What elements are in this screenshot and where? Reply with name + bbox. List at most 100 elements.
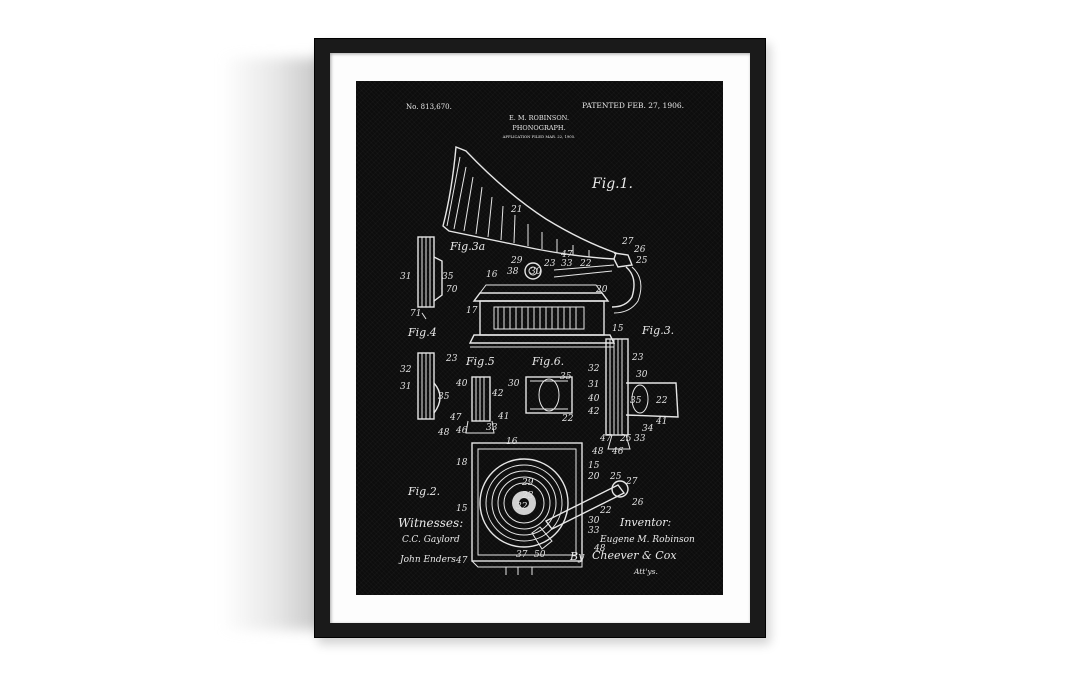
witnesses-label: Witnesses: xyxy=(398,516,463,530)
reference-numeral: 30 xyxy=(636,370,648,380)
reference-numeral: 32 xyxy=(588,364,600,374)
application-filed: APPLICATION FILED MAR. 22, 1905. xyxy=(502,134,576,139)
wall-shadow xyxy=(222,58,324,630)
inventor-signature: Eugene M. Robinson xyxy=(599,535,695,545)
reference-numerals: 21 27 26 25 47 29 23 33 22 16 38 30 20 1… xyxy=(400,205,668,566)
reference-numeral: 29 xyxy=(510,256,523,266)
reference-numeral: 20 xyxy=(587,472,600,482)
reference-numeral: 27 xyxy=(621,237,634,247)
fig2-label: Fig.2. xyxy=(407,485,440,498)
reference-numeral: 25 xyxy=(619,434,632,444)
patent-print: No. 813,670. PATENTED FEB. 27, 1906. E. … xyxy=(356,81,723,595)
reference-numeral: 27 xyxy=(625,477,638,487)
reference-numeral: 20 xyxy=(595,285,608,295)
reference-numeral: 40 xyxy=(587,394,600,404)
reference-numeral: 38 xyxy=(507,267,519,277)
reference-numeral: 22 xyxy=(655,396,668,406)
reference-numeral: 31 xyxy=(400,272,411,282)
reference-numeral: 26 xyxy=(631,498,644,508)
reference-numeral: 22 xyxy=(579,259,592,269)
reference-numeral: 37 xyxy=(516,550,528,560)
reference-numeral: 48 xyxy=(437,428,450,438)
reference-numeral: 71 xyxy=(410,309,421,319)
reference-numeral: 33 xyxy=(634,434,646,444)
reference-numeral: 29 xyxy=(521,478,534,488)
reference-numeral: 47 xyxy=(455,556,468,566)
reference-numeral: 33 xyxy=(486,423,498,433)
white-mat: No. 813,670. PATENTED FEB. 27, 1906. E. … xyxy=(330,53,750,623)
reference-numeral: 23 xyxy=(521,491,534,501)
reference-numeral: 33 xyxy=(561,259,573,269)
reference-numeral: 32 xyxy=(400,365,412,375)
reference-numeral: 47 xyxy=(599,434,612,444)
reference-numeral: 21 xyxy=(510,205,522,215)
reference-numeral: 23 xyxy=(445,354,458,364)
fig6-label: Fig.6. xyxy=(531,355,564,368)
fig3a-label: Fig.3a xyxy=(449,240,485,253)
reference-numeral: 35 xyxy=(560,372,572,382)
reference-numeral: 15 xyxy=(456,504,468,514)
witness-1-signature: C.C. Gaylord xyxy=(402,535,460,545)
reference-numeral: 30 xyxy=(508,379,520,389)
picture-frame: No. 813,670. PATENTED FEB. 27, 1906. E. … xyxy=(314,38,766,638)
attorney-signature: Cheever & Cox xyxy=(592,549,677,562)
reference-numeral: 34 xyxy=(642,424,654,434)
reference-numeral: 23 xyxy=(543,259,556,269)
reference-numeral: 35 xyxy=(438,392,450,402)
fig3-label: Fig.3. xyxy=(641,324,674,337)
figure-5-detail xyxy=(465,376,495,434)
reference-numeral: 70 xyxy=(446,285,458,295)
figure-2-record-plan xyxy=(471,442,629,575)
reference-numeral: 32 xyxy=(516,502,528,512)
phonograph-cabinet xyxy=(468,284,616,348)
reference-numeral: 48 xyxy=(593,544,606,554)
fig4-label: Fig.4 xyxy=(407,326,437,339)
reference-numeral: 46 xyxy=(455,426,468,436)
reference-numeral: 47 xyxy=(560,250,573,260)
figure-6-detail xyxy=(525,376,573,414)
figure-4-detail xyxy=(417,352,441,420)
reference-numeral: 41 xyxy=(655,417,667,427)
reference-numeral: 30 xyxy=(530,267,542,277)
reference-numeral: 50 xyxy=(534,550,546,560)
reference-numeral: 31 xyxy=(588,380,599,390)
reference-numeral: 35 xyxy=(630,396,642,406)
reference-numeral: 33 xyxy=(588,526,600,536)
reference-numeral: 31 xyxy=(400,382,411,392)
reference-numeral: 16 xyxy=(506,437,518,447)
reference-numeral: 23 xyxy=(631,353,644,363)
patent-date: PATENTED FEB. 27, 1906. xyxy=(582,101,684,110)
reference-numeral: 16 xyxy=(486,270,498,280)
witness-2-signature: John Enders xyxy=(398,555,456,565)
reference-numeral: 25 xyxy=(609,472,622,482)
reference-numeral: 15 xyxy=(612,324,624,334)
figure-3a-detail xyxy=(417,236,443,320)
fig1-label: Fig.1. xyxy=(591,176,633,192)
inventor-heading: E. M. ROBINSON. xyxy=(509,114,569,122)
gramophone-horn xyxy=(442,146,642,314)
reference-numeral: 15 xyxy=(588,461,600,471)
figure-3-detail xyxy=(605,338,679,450)
patent-title: PHONOGRAPH. xyxy=(512,124,565,132)
attorney-abbreviation: Att'ys. xyxy=(633,567,658,576)
reference-numeral: 47 xyxy=(449,413,462,423)
inventor-label: Inventor: xyxy=(619,516,671,529)
reference-numeral: 22 xyxy=(561,414,574,424)
by-label: By xyxy=(569,550,585,563)
patent-number: No. 813,670. xyxy=(406,103,452,111)
reference-numeral: 30 xyxy=(588,516,600,526)
reference-numeral: 41 xyxy=(497,412,509,422)
reference-numeral: 17 xyxy=(466,306,478,316)
reference-numeral: 48 xyxy=(591,447,604,457)
tone-arm-joint xyxy=(524,262,542,280)
reference-numeral: 26 xyxy=(633,245,646,255)
reference-numeral: 42 xyxy=(491,389,504,399)
reference-numeral: 42 xyxy=(587,407,600,417)
reference-numeral: 22 xyxy=(599,506,612,516)
reference-numeral: 35 xyxy=(442,272,454,282)
reference-numeral: 46 xyxy=(611,447,624,457)
fig5-label: Fig.5 xyxy=(465,355,495,368)
patent-drawing: No. 813,670. PATENTED FEB. 27, 1906. E. … xyxy=(398,101,695,576)
reference-numeral: 25 xyxy=(635,256,648,266)
